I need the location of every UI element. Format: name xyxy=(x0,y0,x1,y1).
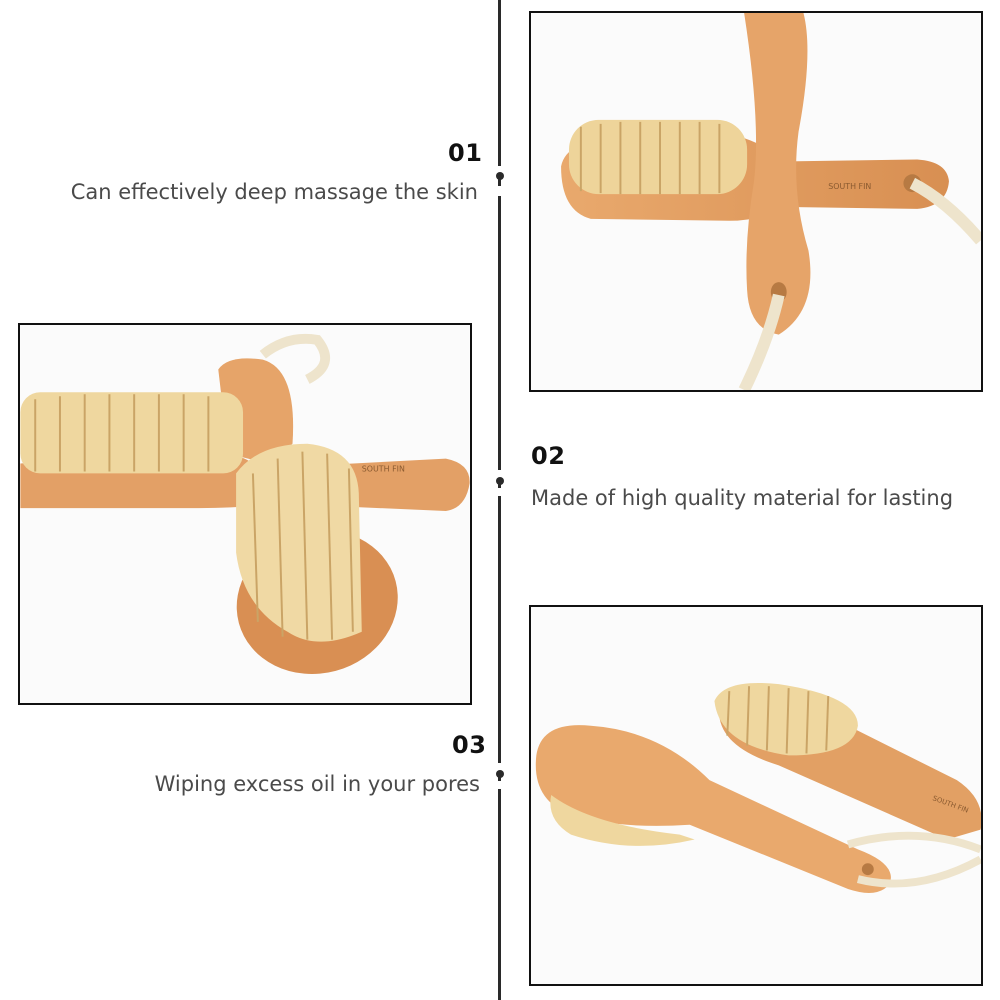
timeline-gap xyxy=(494,186,505,196)
timeline-gap xyxy=(494,470,505,478)
timeline-dot-1 xyxy=(496,172,504,180)
feature-text-3: Wiping excess oil in your pores xyxy=(154,772,480,796)
timeline-dot-3 xyxy=(496,770,504,778)
svg-text:SOUTH FIN: SOUTH FIN xyxy=(828,182,871,191)
timeline-line xyxy=(498,0,501,1000)
brush-illustration-icon: SOUTH FIN xyxy=(531,13,981,390)
feature-number-2: 02 xyxy=(531,442,566,470)
feature-number-1: 01 xyxy=(448,139,483,167)
feature-number-3: 03 xyxy=(452,731,487,759)
product-photo-3: SOUTH FIN xyxy=(529,605,983,986)
timeline-gap xyxy=(494,781,505,789)
timeline-dot-2 xyxy=(496,477,504,485)
product-photo-2: SOUTH FIN xyxy=(18,323,472,705)
svg-text:SOUTH FIN: SOUTH FIN xyxy=(362,464,405,473)
feature-text-1: Can effectively deep massage the skin xyxy=(70,180,478,204)
timeline-gap xyxy=(494,166,505,176)
timeline-gap xyxy=(494,763,505,771)
product-photo-1: SOUTH FIN xyxy=(529,11,983,392)
timeline-gap xyxy=(494,488,505,496)
feature-text-2: Made of high quality material for lastin… xyxy=(531,486,954,510)
